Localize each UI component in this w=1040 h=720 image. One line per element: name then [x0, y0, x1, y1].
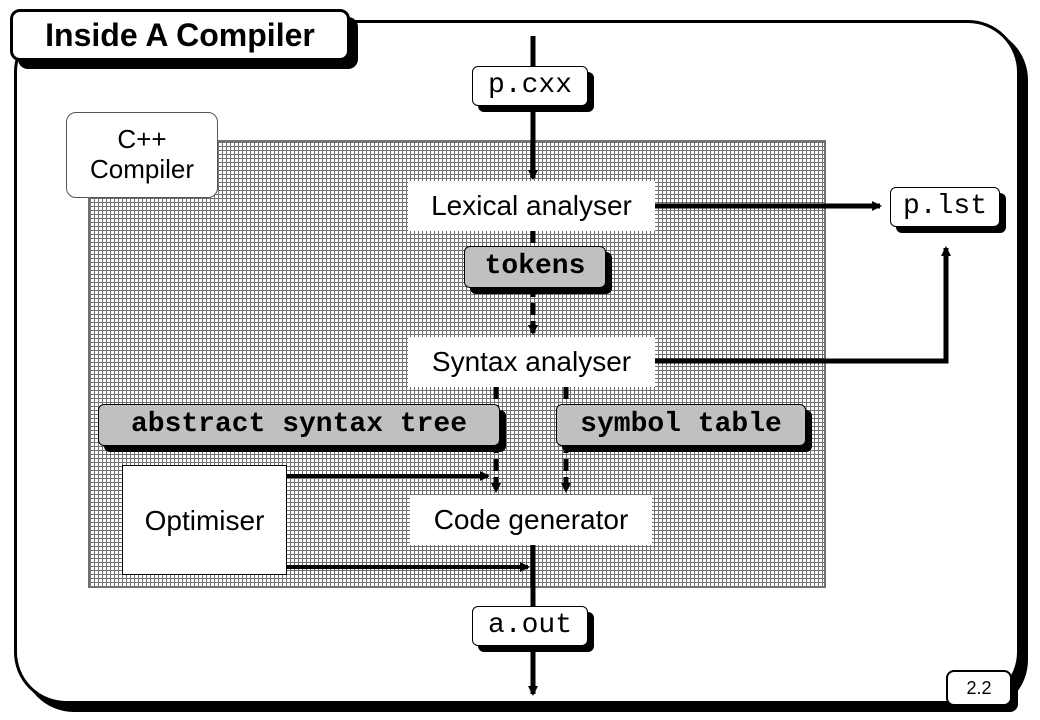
code-generator-box: Code generator — [410, 495, 652, 545]
lexical-analyser-box: Lexical analyser — [408, 181, 655, 231]
listing-file-chip: p.lst — [890, 187, 1000, 227]
executable-chip: a.out — [472, 606, 588, 646]
tokens-chip: tokens — [464, 246, 606, 288]
optimiser-box: Optimiser — [122, 465, 287, 575]
syntax-analyser-box: Syntax analyser — [408, 337, 655, 387]
ast-chip: abstract syntax tree — [98, 404, 500, 446]
symbol-table-chip: symbol table — [556, 404, 806, 446]
page-number: 2.2 — [946, 670, 1012, 706]
source-file-chip: p.cxx — [472, 66, 588, 106]
slide-title: Inside A Compiler — [10, 9, 350, 61]
arrow-syn-to-lst — [655, 246, 951, 364]
compiler-label: C++ Compiler — [66, 112, 218, 198]
